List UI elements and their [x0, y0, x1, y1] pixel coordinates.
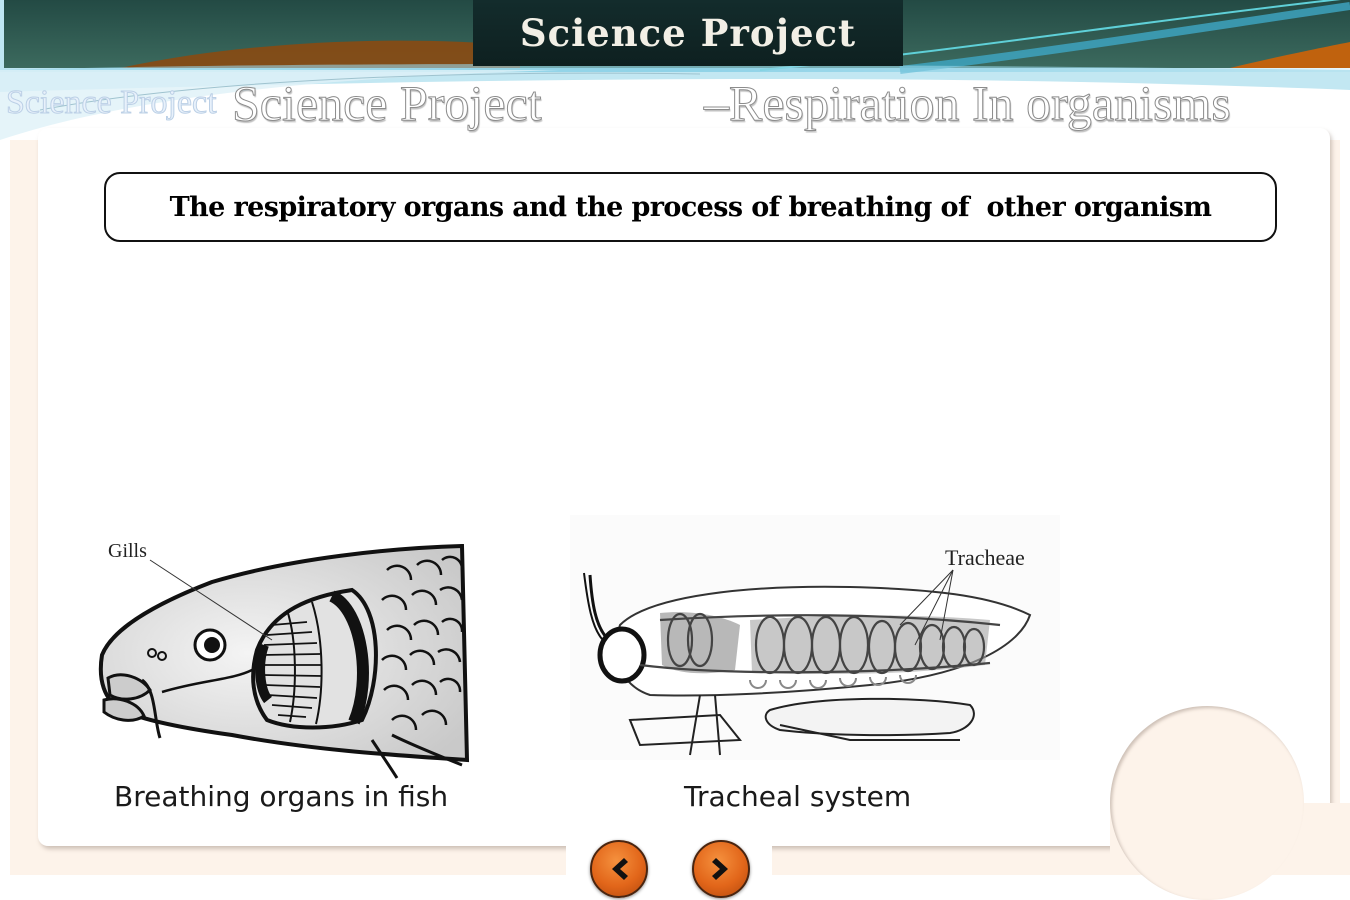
- tracheae-label: Tracheae: [945, 545, 1025, 570]
- title-plate: Science Project: [473, 0, 903, 66]
- slide-title: Science Project: [519, 11, 857, 55]
- subtitle-topic: –Respiration In organisms: [704, 75, 1232, 132]
- header-banner: Science Project: [0, 0, 1350, 140]
- tracheal-caption: Tracheal system: [684, 780, 912, 813]
- fish-gills-illustration: Gills: [92, 530, 482, 780]
- gills-label: Gills: [108, 540, 147, 562]
- next-slide-button[interactable]: [692, 840, 750, 898]
- heading-box: The respiratory organs and the process o…: [104, 172, 1277, 242]
- fish-drawing: [98, 543, 470, 779]
- tracheal-system-illustration: Tracheae: [570, 515, 1060, 760]
- fish-caption: Breathing organs in fish: [114, 780, 449, 813]
- subtitle-main: Science Project: [232, 75, 543, 132]
- insect-drawing: [583, 569, 1032, 756]
- ghost-subtitle-small: Science Project: [6, 84, 218, 122]
- chevron-left-icon: [612, 858, 628, 880]
- heading-text: The respiratory organs and the process o…: [169, 191, 1212, 223]
- chevron-right-icon: [712, 858, 728, 880]
- previous-slide-button[interactable]: [590, 840, 648, 898]
- panel-corner-decoration: [1110, 706, 1304, 900]
